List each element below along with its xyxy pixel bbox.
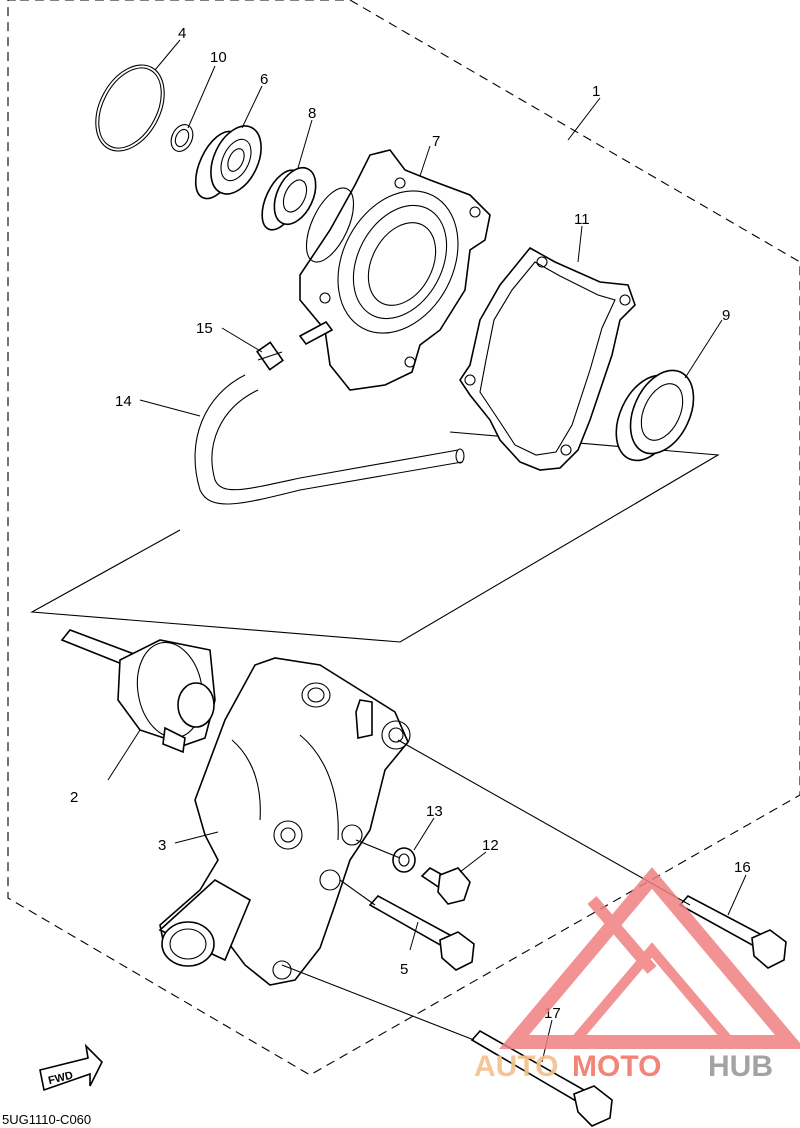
impeller-shaft [60, 629, 216, 754]
callout-8: 8 [308, 105, 316, 122]
callout-11: 11 [574, 211, 590, 228]
inner-plane [30, 431, 720, 643]
callout-15: 15 [196, 320, 213, 337]
watermark-text-auto: AUTO [474, 1050, 558, 1083]
washer [392, 847, 416, 873]
hose [194, 374, 465, 505]
watermark-text-moto: MOTO [572, 1050, 661, 1083]
oil-seal [261, 166, 317, 231]
callout-3: 3 [158, 837, 166, 854]
watermark-text-hub: HUB [708, 1050, 773, 1083]
callout-12: 12 [482, 837, 499, 854]
bolt-5 [368, 894, 475, 971]
callout-10: 10 [210, 49, 227, 66]
callout-6: 6 [260, 71, 268, 88]
fwd-arrow-icon: FWD [39, 1043, 103, 1092]
callout-16: 16 [734, 859, 751, 876]
callout-4: 4 [178, 25, 186, 42]
o-ring [95, 64, 165, 152]
mechanical-seal [615, 369, 695, 462]
callout-7: 7 [432, 133, 440, 150]
bolt-12 [420, 867, 471, 905]
pump-housing [158, 657, 411, 986]
hose-clamp [256, 341, 284, 371]
callout-13: 13 [426, 803, 443, 820]
callout-9: 9 [722, 307, 730, 324]
watermark: AUTO MOTO HUB [474, 867, 800, 1083]
fwd-label: FWD [47, 1069, 74, 1087]
circlip [170, 124, 194, 152]
gasket [459, 246, 636, 471]
watermark-logo [498, 867, 800, 1049]
leader-lines [107, 39, 747, 1063]
callout-1: 1 [592, 83, 600, 100]
callout-labels: 1 2 3 4 5 6 7 8 9 10 11 12 13 14 15 16 1… [70, 25, 751, 1022]
bearing [194, 125, 262, 200]
pump-housing-cover [298, 149, 491, 391]
drawing-code: 5UG1110-C060 [2, 1112, 91, 1127]
projection-lines [281, 739, 691, 1041]
bolt-16 [678, 895, 787, 969]
callout-5: 5 [400, 961, 408, 978]
assembly-boundary [7, 0, 800, 1076]
callout-14: 14 [115, 393, 132, 410]
callout-2: 2 [70, 789, 78, 806]
